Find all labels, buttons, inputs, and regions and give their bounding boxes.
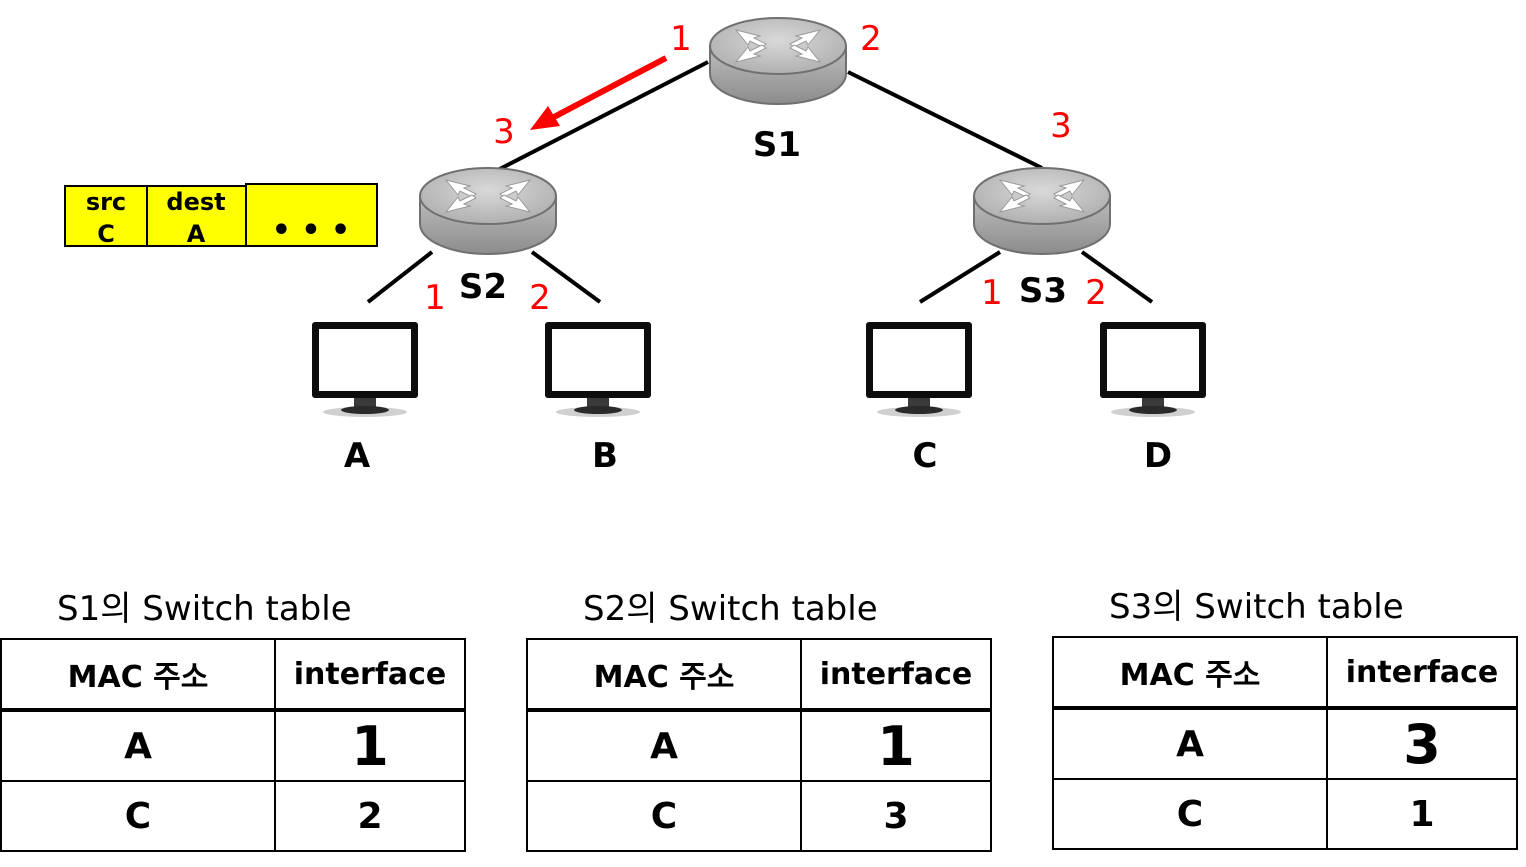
mac-cell: C: [1052, 778, 1328, 850]
s1-switch-table: MAC 주소 interface A 1 C 2: [0, 638, 466, 852]
interface-header: interface: [1326, 636, 1518, 710]
frame-payload-dots: • • •: [272, 213, 350, 248]
host-c-label: C: [913, 436, 938, 476]
host-d: D: [1100, 322, 1206, 476]
port-label-s3-3: 3: [1050, 106, 1072, 146]
host-a: A: [312, 322, 418, 476]
switch-s2: S2: [419, 167, 557, 307]
switch-s3: S3: [973, 167, 1111, 311]
port-label-s2-3: 3: [493, 112, 515, 152]
forward-arrow-icon: [530, 55, 668, 130]
table-row: A 1: [526, 709, 992, 782]
frame-dest-cell: [146, 185, 247, 247]
interface-cell: 3: [1326, 707, 1518, 780]
table-row: C 1: [1052, 778, 1518, 850]
switch-s3-label: S3: [1019, 271, 1067, 311]
switch-s3-router-icon: [973, 167, 1111, 255]
table-row: A 1: [0, 709, 466, 782]
mac-cell: C: [0, 780, 276, 852]
mac-header: MAC 주소: [1052, 636, 1328, 710]
s1-table-title: S1의 Switch table: [57, 589, 352, 629]
s2-switch-table: MAC 주소 interface A 1 C 3: [526, 638, 992, 852]
host-b-monitor-icon: [545, 322, 651, 417]
s2-table-title: S2의 Switch table: [583, 589, 878, 629]
interface-cell: 1: [274, 709, 466, 782]
frame-dest-value: A: [187, 220, 206, 248]
ethernet-frame: src C dest A • • •: [64, 183, 378, 248]
mac-header: MAC 주소: [0, 638, 276, 712]
port-label-s1-1: 1: [670, 19, 692, 59]
interface-cell: 3: [800, 780, 992, 852]
interface-cell: 1: [800, 709, 992, 782]
port-label-s1-2: 2: [860, 19, 882, 59]
s3-switch-table: MAC 주소 interface A 3 C 1: [1052, 636, 1518, 850]
table-row: C 2: [0, 780, 466, 852]
host-b-label: B: [592, 436, 618, 476]
host-b: B: [545, 322, 651, 476]
link-s3-c: [918, 250, 1002, 304]
switch-s1-router-icon: [709, 17, 847, 105]
interface-header: interface: [800, 638, 992, 712]
interface-header: interface: [274, 638, 466, 712]
links: [366, 60, 1154, 304]
frame-src-label: src: [86, 188, 126, 216]
switch-s2-label: S2: [459, 267, 507, 307]
port-label-s3-1: 1: [981, 273, 1003, 313]
table-header-row: MAC 주소 interface: [1052, 636, 1518, 710]
port-label-s2-2: 2: [529, 278, 551, 318]
mac-cell: A: [0, 709, 276, 782]
host-d-monitor-icon: [1100, 322, 1206, 417]
switch-s1: S1: [709, 17, 847, 165]
port-label-s3-2: 2: [1085, 273, 1107, 313]
link-s2-a: [366, 250, 434, 304]
link-s2-b: [530, 250, 602, 304]
host-d-label: D: [1144, 436, 1172, 476]
switch-s1-label: S1: [753, 125, 801, 165]
link-s1-s3: [847, 70, 1043, 170]
interface-cell: 2: [274, 780, 466, 852]
table-row: C 3: [526, 780, 992, 852]
host-c: C: [866, 322, 972, 476]
host-a-label: A: [344, 436, 371, 476]
table-header-row: MAC 주소 interface: [0, 638, 466, 712]
frame-dest-label: dest: [166, 188, 225, 216]
interface-cell: 1: [1326, 778, 1518, 850]
frame-payload-cell: [245, 183, 378, 247]
link-s3-d: [1080, 250, 1154, 304]
mac-header: MAC 주소: [526, 638, 802, 712]
table-header-row: MAC 주소 interface: [526, 638, 992, 712]
mac-cell: A: [1052, 707, 1328, 780]
link-s1-s2: [493, 60, 709, 174]
mac-cell: C: [526, 780, 802, 852]
frame-src-value: C: [97, 220, 115, 248]
s3-table-title: S3의 Switch table: [1109, 587, 1404, 627]
table-row: A 3: [1052, 707, 1518, 780]
mac-cell: A: [526, 709, 802, 782]
switch-s2-router-icon: [419, 167, 557, 255]
host-c-monitor-icon: [866, 322, 972, 417]
host-a-monitor-icon: [312, 322, 418, 417]
port-label-s2-1: 1: [424, 278, 446, 318]
port-labels: 1 2 3 3 1 2 1 2: [424, 19, 1107, 318]
